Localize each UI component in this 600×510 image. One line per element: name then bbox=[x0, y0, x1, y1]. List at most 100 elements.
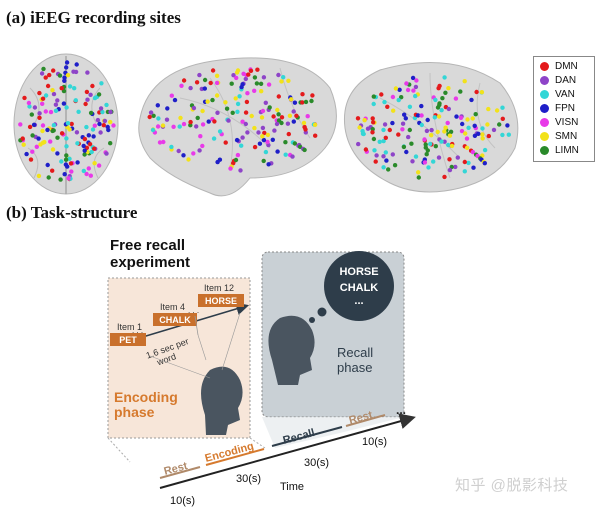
electrode-dot bbox=[301, 120, 307, 126]
electrode-dot bbox=[36, 136, 41, 141]
electrode-dot bbox=[385, 104, 390, 110]
dots-1: . . . bbox=[132, 326, 143, 335]
electrode-dot bbox=[410, 159, 415, 164]
electrode-dot bbox=[300, 100, 305, 105]
electrode-dot bbox=[276, 72, 281, 78]
electrode-dot bbox=[246, 72, 251, 77]
item-4-word: CHALK bbox=[159, 315, 191, 325]
electrode-dot bbox=[40, 96, 46, 101]
electrode-dot bbox=[464, 136, 470, 141]
duration-recall: 30(s) bbox=[304, 457, 329, 469]
electrode-dot bbox=[401, 144, 407, 150]
electrode-dot bbox=[243, 110, 249, 115]
electrode-dot bbox=[205, 99, 210, 104]
electrode-dot bbox=[50, 147, 56, 152]
electrode-dot bbox=[240, 135, 245, 140]
electrode-dot bbox=[275, 149, 280, 154]
panel-b-title: (b) Task-structure bbox=[6, 203, 138, 222]
electrode-dot bbox=[38, 142, 43, 147]
electrode-dot bbox=[433, 144, 438, 149]
electrode-dot bbox=[206, 119, 211, 124]
electrode-dot bbox=[172, 97, 178, 103]
electrode-dot bbox=[272, 128, 277, 133]
electrode-dot bbox=[469, 97, 474, 103]
electrode-dot bbox=[402, 112, 407, 117]
electrode-dot bbox=[416, 175, 421, 180]
electrode-dot bbox=[67, 156, 72, 161]
electrode-dot bbox=[92, 161, 97, 166]
electrode-dot bbox=[303, 127, 308, 132]
electrode-dot bbox=[46, 175, 51, 180]
electrode-dot bbox=[374, 153, 379, 158]
electrode-dot bbox=[26, 100, 32, 106]
electrode-dot bbox=[494, 108, 500, 113]
electrode-dot bbox=[500, 105, 505, 110]
electrode-dot bbox=[30, 149, 35, 154]
electrode-dot bbox=[404, 81, 409, 86]
time-axis bbox=[159, 413, 416, 489]
electrode-dot bbox=[458, 89, 463, 94]
electrode-dot bbox=[90, 127, 96, 132]
electrode-dot bbox=[151, 113, 156, 119]
electrode-dot bbox=[471, 165, 476, 170]
electrode-dot bbox=[447, 133, 453, 138]
electrode-dot bbox=[480, 126, 485, 131]
electrode-dot bbox=[96, 92, 102, 97]
electrode-dot bbox=[433, 97, 438, 103]
electrode-dot bbox=[431, 159, 436, 164]
electrode-dot bbox=[51, 91, 57, 97]
electrode-dot bbox=[155, 124, 161, 129]
electrode-dot bbox=[386, 167, 391, 172]
time-axis-label: Time bbox=[280, 481, 304, 493]
electrode-dot bbox=[263, 149, 269, 155]
electrode-dot bbox=[254, 81, 260, 86]
electrode-dot bbox=[446, 142, 451, 148]
electrode-dot bbox=[439, 108, 444, 113]
electrode-dot bbox=[357, 125, 362, 130]
electrode-dot bbox=[257, 141, 263, 146]
electrode-dot bbox=[279, 120, 284, 126]
electrode-dot bbox=[455, 155, 460, 160]
electrode-dot bbox=[169, 93, 174, 98]
electrode-dot bbox=[422, 160, 428, 165]
electrode-dot bbox=[69, 121, 74, 127]
electrode-dot bbox=[85, 70, 90, 75]
electrode-dot bbox=[111, 123, 116, 128]
electrode-dot bbox=[422, 137, 427, 142]
electrode-dot bbox=[435, 129, 440, 135]
electrode-dot bbox=[29, 112, 34, 117]
electrode-dot bbox=[259, 89, 264, 94]
electrode-dot bbox=[32, 105, 38, 110]
electrode-dot bbox=[445, 120, 450, 126]
electrode-dot bbox=[53, 108, 59, 114]
electrode-dot bbox=[424, 152, 429, 157]
electrode-dot bbox=[462, 169, 467, 174]
electrode-dot bbox=[506, 132, 511, 137]
electrode-dot bbox=[399, 95, 404, 100]
electrode-dot bbox=[252, 75, 258, 80]
electrode-dot bbox=[292, 141, 298, 146]
electrode-dot bbox=[55, 98, 60, 103]
electrode-dot bbox=[256, 130, 261, 135]
electrode-dot bbox=[98, 106, 104, 111]
electrode-dot bbox=[230, 110, 235, 116]
bubble-word-1: HORSE bbox=[339, 266, 378, 278]
encoding-phase-line2: phase bbox=[114, 404, 155, 420]
electrode-dot bbox=[82, 148, 87, 153]
electrode-dot bbox=[58, 177, 63, 182]
electrode-dot bbox=[164, 117, 170, 122]
electrode-dot bbox=[59, 159, 64, 164]
electrode-dot bbox=[429, 127, 434, 133]
electrode-dot bbox=[214, 73, 220, 78]
item-4-box bbox=[153, 313, 197, 326]
electrode-dot bbox=[312, 122, 318, 128]
electrode-dot bbox=[442, 174, 447, 180]
legend-item-limn: LIMN bbox=[540, 144, 579, 157]
electrode-dot bbox=[371, 120, 376, 125]
electrode-dot bbox=[67, 127, 72, 132]
electrode-dot bbox=[383, 135, 388, 140]
electrode-dot bbox=[276, 112, 281, 117]
electrode-dot bbox=[100, 109, 105, 115]
electrode-dot bbox=[63, 65, 69, 70]
electrode-dot bbox=[64, 136, 69, 141]
